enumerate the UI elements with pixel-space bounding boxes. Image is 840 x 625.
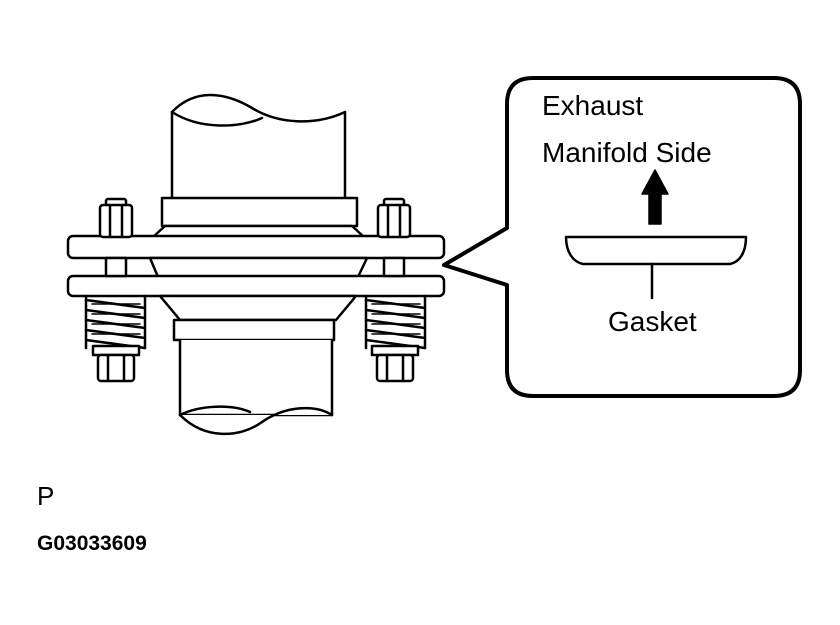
upper-flange-plate (66, 234, 446, 260)
lower-flange-plate (66, 274, 446, 298)
right-bolt-head (370, 344, 420, 383)
left-bolt-nut (98, 197, 134, 278)
left-compression-spring (84, 294, 147, 350)
view-letter: P (37, 481, 55, 511)
upper-pipe-collar (160, 196, 359, 228)
arrow-up-icon (641, 169, 669, 225)
gasket-label: Gasket (608, 306, 697, 337)
left-bolt-head (91, 344, 141, 383)
lower-flange-hub (158, 294, 358, 322)
lower-pipe-collar (172, 318, 336, 342)
upper-pipe (170, 93, 347, 202)
figure-code: G03033609 (37, 532, 147, 555)
right-compression-spring (364, 294, 427, 350)
flange-gasket-edge (148, 256, 369, 279)
lower-pipe (178, 338, 334, 436)
right-bolt-nut (376, 197, 412, 278)
gasket-cross-section (564, 235, 748, 266)
callout-title-line-2: Manifold Side (542, 137, 712, 168)
callout-title-line-1: Exhaust (542, 90, 644, 121)
